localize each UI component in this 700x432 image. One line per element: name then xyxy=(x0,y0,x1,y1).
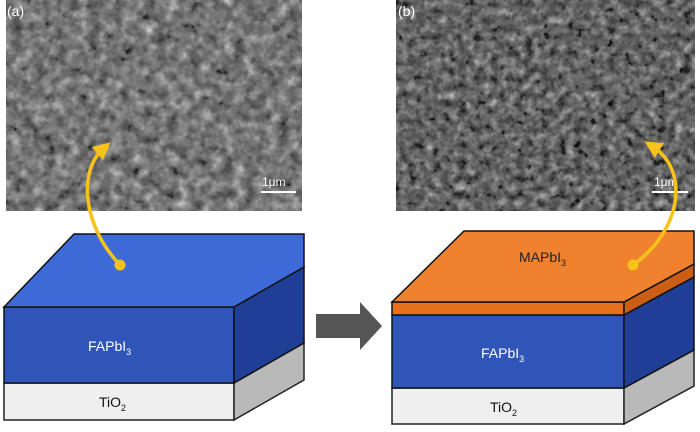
sem-image-b xyxy=(396,0,695,211)
layer-label-tio2-a: TiO2 xyxy=(99,394,126,413)
scale-bar-a: 1μm xyxy=(261,175,296,193)
mapbi-front-b xyxy=(391,301,625,316)
layer-stack-a xyxy=(2,233,305,422)
layer-label-fapbi-a: FAPbI3 xyxy=(88,338,131,357)
scale-bar-b: 1μm xyxy=(652,175,688,193)
panel-label-a: (a) xyxy=(7,3,24,19)
curved-arrow-icon xyxy=(627,141,678,271)
mapbi-top-b xyxy=(390,230,695,303)
scale-bar-label-a: 1μm xyxy=(262,175,286,189)
panel-label-b: (b) xyxy=(398,3,415,19)
layer-label-fapbi-b: FAPbI3 xyxy=(481,345,524,364)
fapbi-top-a xyxy=(2,233,305,308)
curved-arrow-icon xyxy=(85,142,126,271)
layer-label-tio2-b: TiO2 xyxy=(490,399,517,418)
right-arrow-icon xyxy=(316,302,382,350)
scale-bar-label-b: 1μm xyxy=(654,175,678,189)
layer-stack-b xyxy=(390,230,695,426)
sem-image-a xyxy=(6,0,302,211)
layer-label-mapbi-b: MAPbI3 xyxy=(519,249,566,268)
